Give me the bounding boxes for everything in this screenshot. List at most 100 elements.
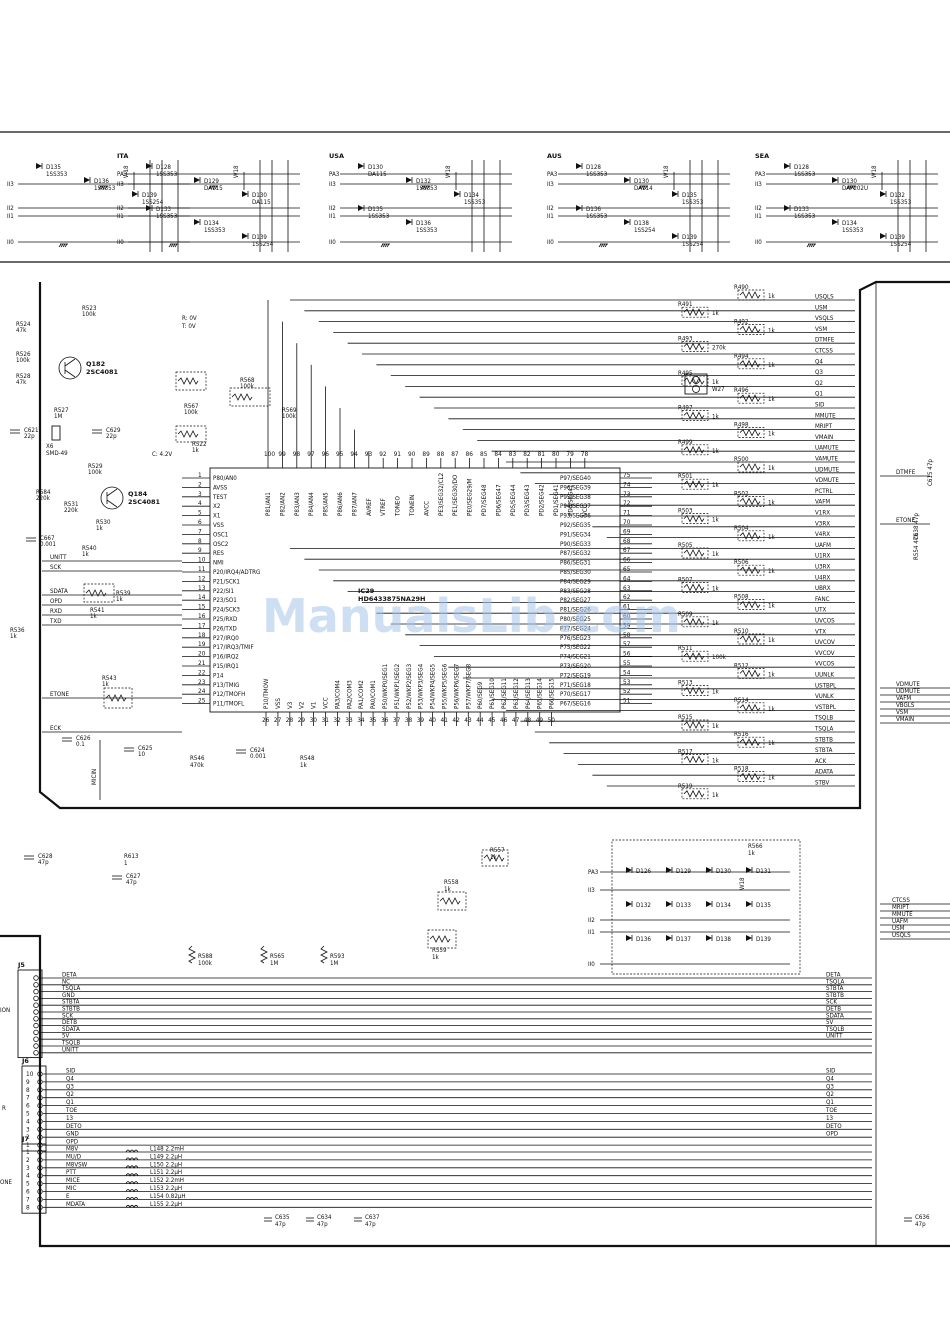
resistor-zigzag: [683, 686, 705, 695]
net-label: ETONE: [50, 691, 69, 698]
capacitor-value: 47p: [38, 859, 49, 866]
signal-label: PA3: [588, 869, 599, 876]
resistor-ref: R507: [678, 576, 693, 583]
diode-ref: D128: [586, 164, 601, 171]
resistor-ref: R536: [10, 627, 25, 634]
ground-hatch: [422, 185, 426, 190]
connector-pin-label: DETO: [66, 1123, 82, 1130]
ground-hatch: [420, 185, 424, 190]
pin-name: PD5/SEG44: [510, 484, 517, 516]
connector-pin: [33, 995, 39, 1002]
pin-number: 47: [512, 718, 520, 724]
diode-symbol: [784, 205, 790, 211]
resistor-box-r558: [437, 891, 467, 911]
diode-ref: D132: [416, 178, 431, 185]
resistor-value: 1k: [96, 525, 104, 532]
region-diode-panels: II3II2II1II0W18D1351SS353D1361SS353D1391…: [7, 152, 938, 252]
pin-name: P87/SEG32: [560, 550, 591, 557]
capacitor-ref: C626: [76, 735, 91, 742]
far-right-net: ETONE: [896, 517, 915, 524]
connector-side-label: ONE: [0, 1179, 13, 1186]
pin-number: 12: [198, 576, 206, 582]
connector-pin: [33, 975, 39, 981]
resistor-value: 1k: [82, 551, 90, 558]
net-label: UUNLK: [815, 672, 834, 679]
far-right-net: VSM: [896, 709, 908, 716]
resistor-r498: [737, 427, 765, 438]
pin-number: 82: [523, 452, 531, 458]
resistor-zigzag: [683, 721, 705, 729]
resistor-ref: R593: [330, 953, 345, 960]
ground-hatch: [208, 185, 212, 190]
ground-hatch: [638, 185, 642, 190]
pin-number: 83: [509, 452, 517, 458]
resistor-r514: [737, 702, 765, 714]
resistor-value: 1k: [768, 671, 776, 678]
resistor-ref: R531: [64, 501, 79, 508]
pin-number: 92: [379, 452, 387, 458]
connector-pin-label: Q1: [66, 1099, 74, 1106]
inductor-symbol: [125, 1165, 139, 1169]
diode-ref: D139: [142, 192, 157, 199]
pin-name: OSC1: [213, 531, 229, 538]
pin-number: 91: [394, 452, 402, 458]
net-label: SDATA: [50, 588, 68, 595]
ground-hatch: [384, 243, 388, 248]
ground-hatch: [640, 185, 644, 190]
resistor-value: 1k: [712, 585, 720, 592]
connector-pin-number: 2: [26, 1158, 30, 1164]
diode-ref: D139: [252, 234, 267, 241]
connector-pin-number: 6: [26, 1104, 30, 1110]
capacitor-ref: C629: [106, 427, 121, 434]
resistor-value: 1k: [712, 689, 720, 696]
ground-hatch: [174, 243, 178, 248]
resistor-r511: [681, 650, 709, 662]
diode-part: 1SS353: [794, 171, 816, 178]
pin-name: P82/SEG27: [560, 597, 591, 604]
pin-name: VTREF: [380, 498, 387, 516]
pin-name: P91/SEG34: [560, 531, 591, 538]
connector-pin-label: Q4: [66, 1075, 74, 1082]
connector-pin-label: SDATA: [62, 1026, 80, 1033]
connector-pin-number: 3: [26, 1166, 30, 1172]
voltage-note: T: 0V: [181, 323, 196, 330]
resistor-r507: [681, 582, 709, 593]
pin-name: P12/TMOFH: [213, 691, 245, 698]
signal-label: II3: [7, 181, 14, 188]
resistor-ref: R490: [734, 284, 749, 291]
resistor-zigzag: [683, 411, 705, 420]
resistor-ref: R548: [300, 755, 315, 762]
region-name: AUS: [547, 152, 562, 160]
diode-symbol: [132, 191, 138, 197]
capacitor-value: 0.1: [76, 741, 85, 748]
resistor-value: 1k: [768, 362, 776, 369]
resistor-ref: R515: [678, 714, 693, 721]
resistor-r493: [681, 341, 709, 352]
resistor-r503: [681, 513, 709, 524]
resistor-ref: R504: [734, 525, 749, 532]
diode-symbol: [36, 163, 42, 169]
resistor-zigzag: [177, 377, 199, 385]
connector-pin: [33, 1002, 39, 1008]
transistor-q184: [100, 486, 124, 510]
bus-net-label: Q1: [826, 1099, 834, 1106]
net-label: VSQLS: [815, 315, 834, 322]
far-right-net: UAFM: [892, 918, 908, 925]
resistor-ref: R505: [678, 542, 693, 549]
resistor-zigzag: [739, 497, 761, 506]
pin-number: 34: [357, 718, 365, 724]
connector-pin-number: 10: [26, 1072, 34, 1078]
pin-name: P16/IRQ2: [213, 654, 239, 661]
connector-pin: [33, 1036, 39, 1042]
pin-name: P93/SEG36: [560, 513, 591, 520]
pin-name: P86/SEG31: [560, 560, 591, 567]
pin-number: 61: [623, 605, 631, 611]
pin-name: P22/SI1: [213, 588, 234, 595]
resistor-ref: R539: [116, 590, 131, 597]
net-label: TSQLB: [814, 715, 833, 722]
resistor-value: 1k: [748, 850, 756, 857]
connector-pin-label: UNITT: [62, 1046, 79, 1053]
net-label: STBV: [815, 780, 830, 787]
net-label: UVCOS: [815, 618, 835, 625]
resistor-value: 470k: [190, 762, 205, 769]
